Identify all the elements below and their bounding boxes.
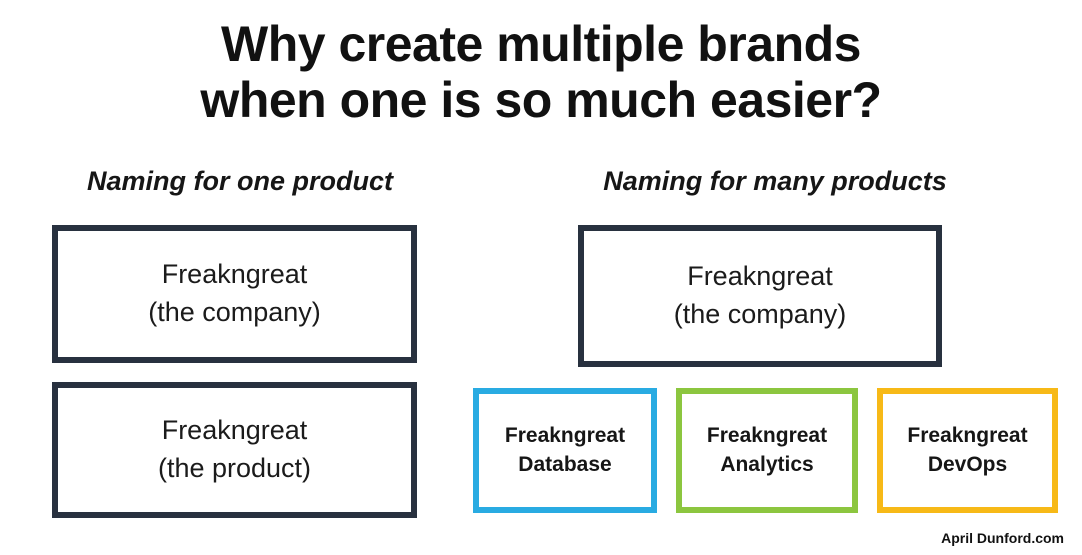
product-box-analytics: Freakngreat Analytics xyxy=(676,388,858,513)
left-product-box: Freakngreat (the product) xyxy=(52,382,417,518)
product-box-devops: Freakngreat DevOps xyxy=(877,388,1058,513)
left-column-heading: Naming for one product xyxy=(87,166,393,196)
right-company-box: Freakngreat (the company) xyxy=(578,225,942,367)
product-box-devops-line2: DevOps xyxy=(927,452,1008,476)
product-box-analytics-line1: Freakngreat xyxy=(706,424,828,448)
right-column-heading: Naming for many products xyxy=(603,166,947,196)
left-company-box-line2: (the company) xyxy=(148,297,321,327)
left-product-box-line2: (the product) xyxy=(157,453,312,483)
left-product-box-line1: Freakngreat xyxy=(161,415,308,446)
right-company-box-line1: Freakngreat xyxy=(687,261,833,292)
left-company-box-line1: Freakngreat xyxy=(161,259,308,290)
left-company-box: Freakngreat (the company) xyxy=(52,225,417,363)
product-box-database-line1: Freakngreat xyxy=(504,424,626,448)
product-box-database-line2: Database xyxy=(518,452,612,476)
product-box-devops-line1: Freakngreat xyxy=(907,424,1028,448)
slide-title-line1: Why create multiple brands xyxy=(221,16,861,72)
product-box-analytics-line2: Analytics xyxy=(720,452,814,476)
slide-title: Why create multiple brands when one is s… xyxy=(0,16,1082,128)
right-company-box-line2: (the company) xyxy=(673,299,847,329)
product-box-database: Freakngreat Database xyxy=(473,388,657,513)
slide-title-line2: when one is so much easier? xyxy=(200,72,882,128)
attribution-text: April Dunford.com xyxy=(941,530,1064,546)
